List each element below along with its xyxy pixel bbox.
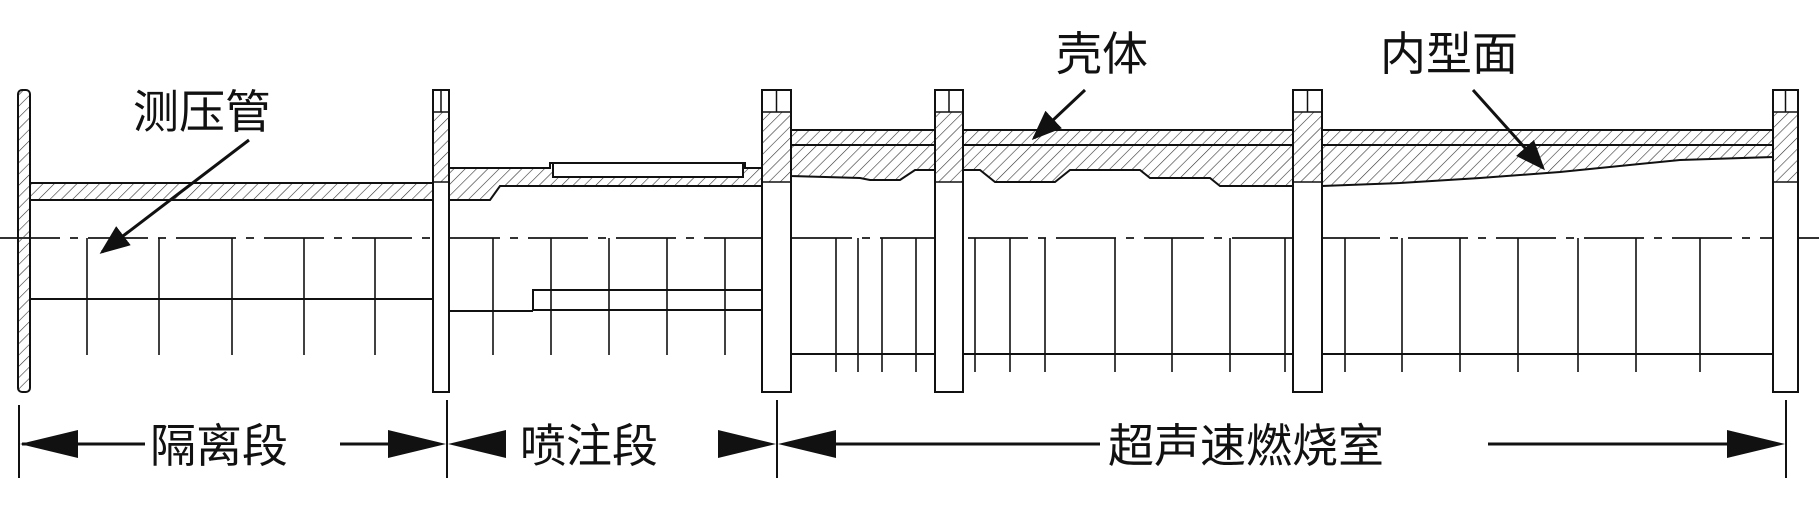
section-injection-label: 喷注段 (520, 419, 658, 473)
callout-pressure-tube-arrow (99, 138, 250, 254)
callout-inner-profile-label: 内型面 (1380, 27, 1518, 81)
callout-inner-profile-arrow (1471, 88, 1546, 171)
section-isolator-label: 隔离段 (150, 419, 288, 473)
callout-shell-arrow (1031, 88, 1087, 141)
flange-hatch (761, 111, 792, 183)
callout-shell-label: 壳体 (1056, 27, 1148, 81)
flange-hatch (1292, 111, 1323, 183)
callout-pressure-tube-label: 测压管 (133, 85, 271, 139)
flange-hatch (1772, 111, 1799, 183)
section-dimensions: 隔离段 喷注段 超声速燃烧室 (18, 400, 1787, 478)
pressure-tap-lines (86, 238, 1701, 372)
section-combustor-label: 超声速燃烧室 (1108, 419, 1384, 473)
flanges (432, 89, 1799, 393)
isolator-wall (17, 89, 434, 393)
flange-hatch (432, 111, 450, 183)
flange-hatch (934, 111, 964, 183)
